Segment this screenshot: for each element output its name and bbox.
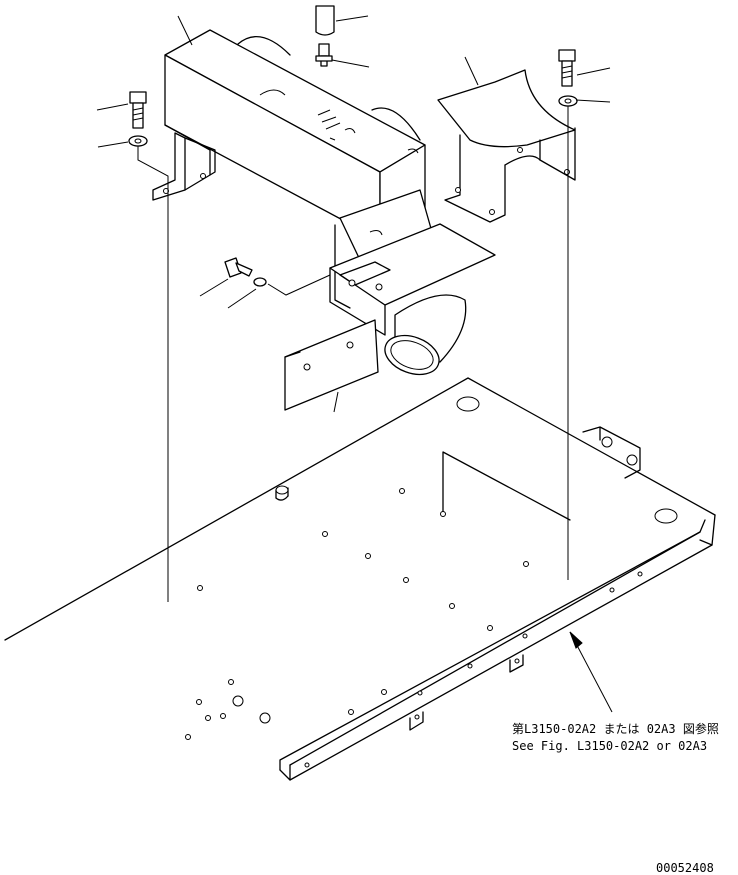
fasteners bbox=[128, 5, 578, 287]
cover-plate bbox=[284, 319, 379, 413]
air-cleaner-housing bbox=[152, 29, 496, 376]
reference-note-en: See Fig. L3150-02A2 or 02A3 bbox=[512, 739, 707, 753]
right-bracket bbox=[437, 69, 576, 223]
leader-lines bbox=[96, 15, 613, 713]
reference-note-jp: 第L3150-02A2 または 02A3 図参照 bbox=[512, 721, 719, 736]
base-frame bbox=[4, 377, 716, 781]
drawing-number: 00052408 bbox=[656, 861, 714, 875]
